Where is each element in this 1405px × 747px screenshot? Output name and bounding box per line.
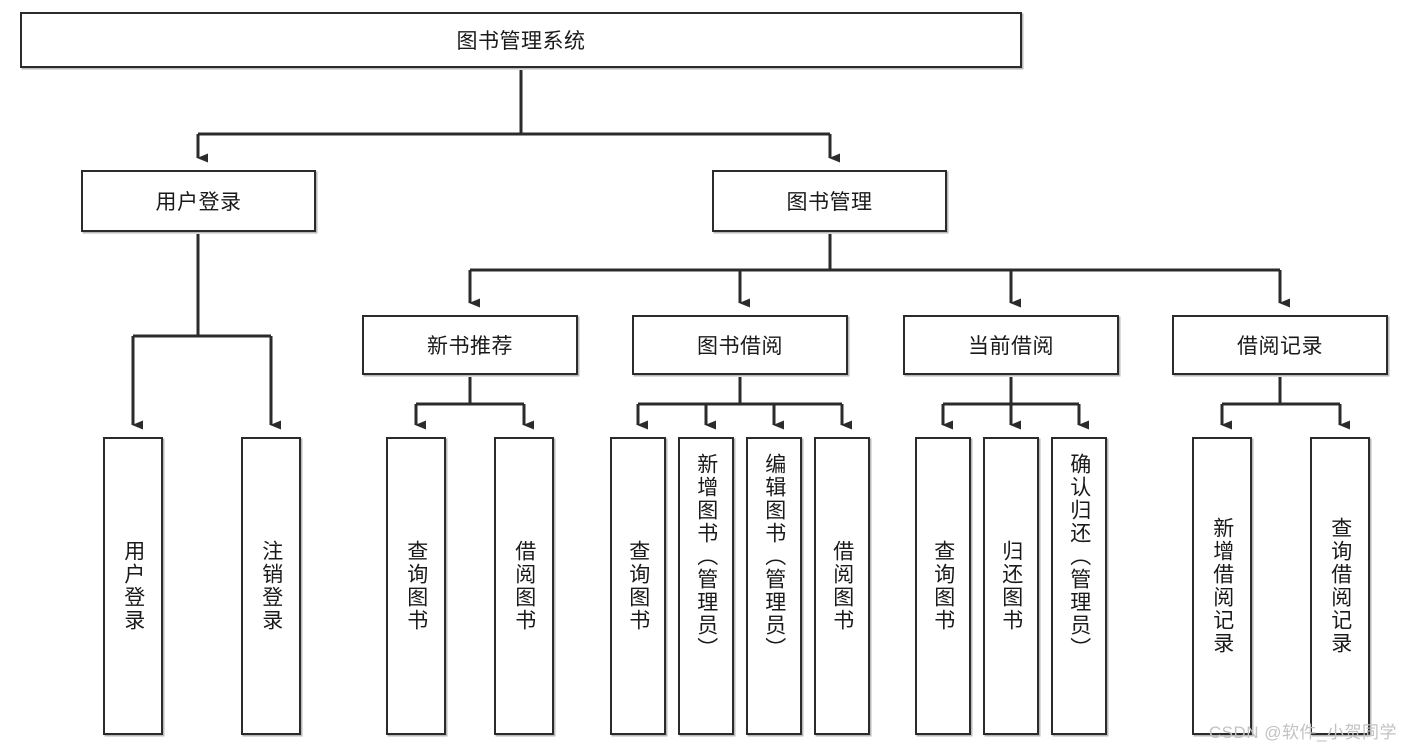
node-current-borrow[interactable]: 当前借阅: [903, 315, 1119, 375]
leaf-book-borrow-borrow-label: 借阅图书: [830, 540, 854, 632]
node-book-borrow-label: 图书借阅: [697, 335, 783, 358]
leaf-user-login-login-label: 用户登录: [121, 540, 145, 632]
leaf-borrow-record-query-label: 查询借阅记录: [1328, 517, 1352, 655]
leaf-new-book-query[interactable]: 查询图书: [386, 437, 446, 735]
leaf-book-borrow-edit-label: 编辑图书（管理员）: [762, 453, 786, 660]
leaf-current-borrow-confirm-label: 确认归还（管理员）: [1067, 453, 1091, 660]
leaf-new-book-query-label: 查询图书: [404, 540, 428, 632]
root-to-level1-connectors: [196, 70, 840, 163]
leaf-current-borrow-query-label: 查询图书: [931, 540, 955, 632]
borrowrecord-to-leaves-connectors: [1220, 377, 1350, 430]
leaf-book-borrow-add[interactable]: 新增图书（管理员）: [678, 437, 734, 735]
node-root-system-label: 图书管理系统: [456, 30, 586, 53]
bookborrow-to-leaves-connectors: [636, 377, 852, 430]
leaf-book-borrow-query[interactable]: 查询图书: [610, 437, 666, 735]
node-root-system[interactable]: 图书管理系统: [20, 12, 1022, 68]
leaf-current-borrow-return-label: 归还图书: [999, 540, 1023, 632]
leaf-user-login-login[interactable]: 用户登录: [103, 437, 163, 735]
node-borrow-record[interactable]: 借阅记录: [1172, 315, 1388, 375]
leaf-user-login-logout[interactable]: 注销登录: [241, 437, 301, 735]
leaf-borrow-record-add-label: 新增借阅记录: [1210, 517, 1234, 655]
newbook-to-leaves-connectors: [414, 377, 534, 430]
leaf-new-book-borrow-label: 借阅图书: [512, 540, 536, 632]
node-book-management[interactable]: 图书管理: [712, 170, 947, 232]
node-borrow-record-label: 借阅记录: [1237, 335, 1323, 358]
node-user-login[interactable]: 用户登录: [81, 170, 316, 232]
node-book-borrow[interactable]: 图书借阅: [632, 315, 848, 375]
leaf-current-borrow-confirm[interactable]: 确认归还（管理员）: [1051, 437, 1107, 735]
userlogin-to-leaves-connectors: [131, 234, 281, 430]
leaf-user-login-logout-label: 注销登录: [259, 540, 283, 632]
bookmgmt-to-level2-connectors: [468, 234, 1290, 308]
leaf-borrow-record-query[interactable]: 查询借阅记录: [1310, 437, 1370, 735]
node-new-book-recommend[interactable]: 新书推荐: [362, 315, 578, 375]
leaf-new-book-borrow[interactable]: 借阅图书: [494, 437, 554, 735]
leaf-book-borrow-add-label: 新增图书（管理员）: [694, 453, 718, 660]
leaf-book-borrow-borrow[interactable]: 借阅图书: [814, 437, 870, 735]
leaf-current-borrow-return[interactable]: 归还图书: [983, 437, 1039, 735]
node-new-book-recommend-label: 新书推荐: [427, 335, 513, 358]
leaf-borrow-record-add[interactable]: 新增借阅记录: [1192, 437, 1252, 735]
currentborrow-to-leaves-connectors: [941, 377, 1089, 430]
leaf-book-borrow-edit[interactable]: 编辑图书（管理员）: [746, 437, 802, 735]
leaf-current-borrow-query[interactable]: 查询图书: [915, 437, 971, 735]
node-user-login-label: 用户登录: [155, 191, 242, 214]
node-current-borrow-label: 当前借阅: [968, 335, 1054, 358]
node-book-management-label: 图书管理: [786, 191, 873, 214]
csdn-watermark: CSDN @软件_小贺同学: [1208, 723, 1397, 742]
leaf-book-borrow-query-label: 查询图书: [626, 540, 650, 632]
